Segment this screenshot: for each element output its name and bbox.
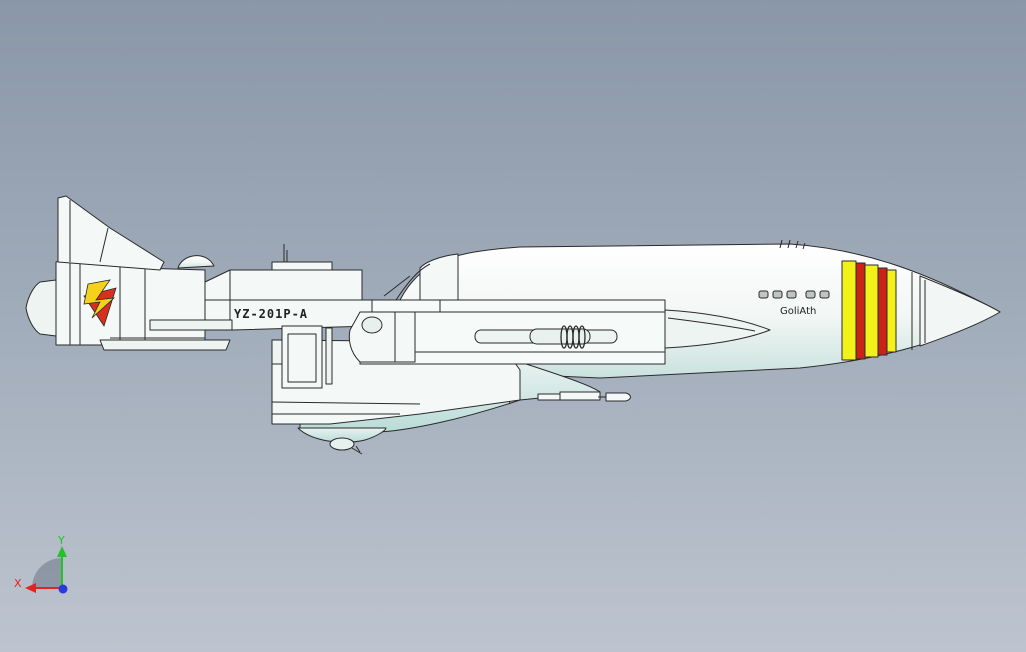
- top-dome: [177, 255, 215, 269]
- emblem-logo: [83, 279, 117, 327]
- triad-disk: [32, 558, 62, 588]
- barrel-coil: [560, 325, 586, 349]
- hatch-module: [281, 325, 323, 389]
- rear-skid: [99, 339, 231, 351]
- portholes: [758, 290, 830, 299]
- lower-turret: [297, 427, 387, 443]
- name-mark-text: GoliAth: [780, 306, 816, 317]
- lower-sensor: [329, 437, 355, 451]
- gun-rail: [664, 309, 771, 349]
- underside-missile: [537, 391, 631, 402]
- nose-antenna: [779, 239, 806, 250]
- top-antenna-box: [271, 261, 333, 271]
- engine-nozzle: [25, 279, 57, 337]
- tail-fin: [57, 195, 165, 271]
- stripe-yellow-3: [886, 269, 897, 353]
- y-axis-label: Y: [57, 534, 65, 547]
- nose-cone-tip: [919, 275, 1001, 347]
- x-axis-label: X: [14, 577, 22, 590]
- y-axis-arrowhead: [57, 546, 67, 557]
- upper-ridge: [419, 253, 459, 301]
- z-axis-dot: [58, 584, 68, 594]
- hull-code-text: YZ-201P-A: [234, 307, 308, 321]
- x-axis-arrowhead: [25, 583, 36, 593]
